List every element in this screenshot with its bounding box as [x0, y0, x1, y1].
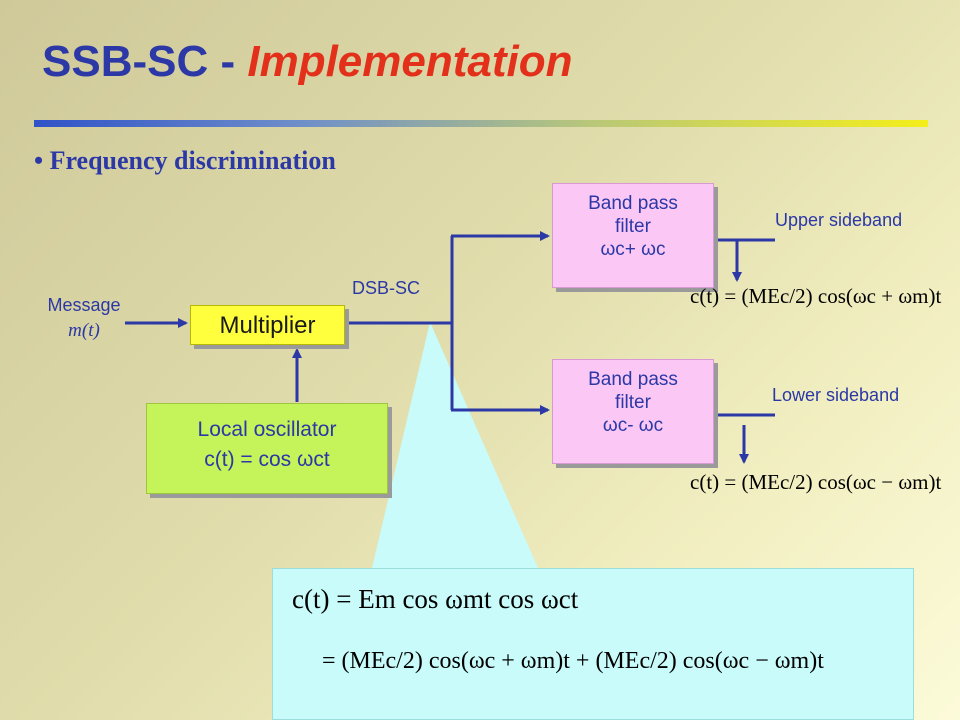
- upper-sideband-equation: c(t) = (MEc/2) cos(ωc + ωm)t: [690, 284, 942, 308]
- multiplier-block: Multiplier: [190, 305, 345, 345]
- filter-frequency: ωc- ωc: [602, 415, 664, 436]
- lower-sideband-label: Lower sideband: [772, 385, 900, 405]
- oscillator-formula: c(t) = cos ωct: [204, 448, 330, 471]
- filter-label-line1: Band pass: [588, 193, 678, 214]
- filter-label-line2: filter: [615, 392, 651, 413]
- title-rule: [34, 120, 928, 127]
- dsb-sc-label: DSB-SC: [352, 278, 421, 298]
- lower-bandpass-filter: Band pass filter ωc- ωc: [552, 359, 714, 464]
- message-label: Message m(t): [34, 292, 134, 344]
- title-main: SSB-SC -: [42, 37, 248, 86]
- message-text: Message: [47, 295, 121, 315]
- title-emphasis: Implementation: [247, 37, 573, 86]
- message-symbol: m(t): [68, 320, 100, 341]
- equation-panel: [272, 568, 914, 720]
- equation-line-1: c(t) = Em cos ωmt cos ωct: [292, 584, 579, 614]
- filter-frequency: ωc+ ωc: [600, 239, 666, 260]
- bullet-point: • Frequency discrimination: [34, 146, 336, 175]
- upper-bandpass-filter: Band pass filter ωc+ ωc: [552, 183, 714, 288]
- oscillator-title: Local oscillator: [197, 418, 337, 441]
- lower-sideband-equation: c(t) = (MEc/2) cos(ωc − ωm)t: [690, 470, 942, 494]
- equation-line-2: = (MEc/2) cos(ωc + ωm)t + (MEc/2) cos(ωc…: [322, 648, 824, 674]
- slide-title: SSB-SC - Implementation: [42, 40, 573, 84]
- callout-wedge: [372, 322, 538, 568]
- filter-label-line1: Band pass: [588, 369, 678, 390]
- upper-sideband-label: Upper sideband: [775, 210, 903, 230]
- local-oscillator-block: Local oscillator c(t) = cos ωct: [146, 403, 388, 494]
- filter-label-line2: filter: [615, 216, 651, 237]
